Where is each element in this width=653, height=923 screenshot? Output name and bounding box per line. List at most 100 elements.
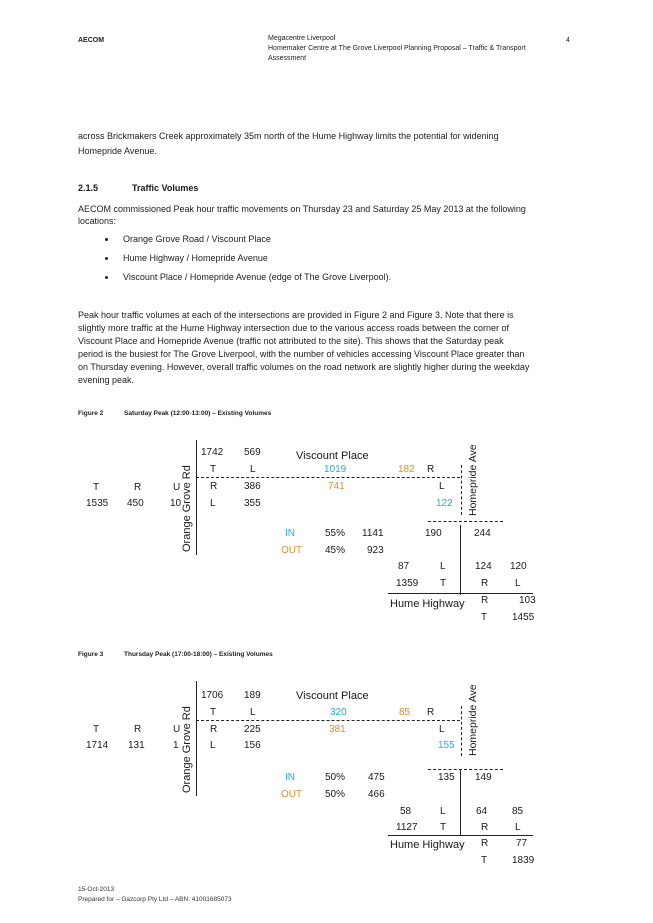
bullet-item: Hume Highway / Homepride Avenue bbox=[123, 253, 268, 263]
company-name: AECOM bbox=[78, 37, 105, 44]
paragraph-2-line-2: locations: bbox=[78, 216, 117, 226]
paragraph-3-line: Viscount Place and Homepride Avenue (tra… bbox=[78, 336, 504, 346]
value: 131 bbox=[128, 740, 145, 751]
out-total: 466 bbox=[368, 789, 385, 800]
in-label: IN bbox=[285, 528, 295, 539]
paragraph-3-line: evening peak. bbox=[78, 375, 135, 385]
paragraph-3-line: on Thursday evening. However, overall tr… bbox=[78, 362, 530, 372]
movement: L bbox=[439, 481, 445, 492]
in-percent: 55% bbox=[325, 528, 346, 539]
figure-3-caption-text: Thursday Peak (17:00-18:00) – Existing V… bbox=[124, 651, 273, 658]
doc-title: Megacentre Liverpool bbox=[268, 35, 336, 42]
movement: T bbox=[93, 724, 100, 735]
movement: L bbox=[439, 724, 445, 735]
hume-highway-line bbox=[388, 593, 533, 594]
value: 64 bbox=[476, 806, 488, 817]
orange-grove-road-label: Orange Grove Rd bbox=[181, 706, 193, 793]
homepride-avenue-cross-line bbox=[428, 521, 503, 522]
value: 1714 bbox=[86, 740, 109, 751]
value: 1 bbox=[173, 740, 179, 751]
movement: T bbox=[440, 578, 447, 589]
footer-date: 15-Oct-2013 bbox=[78, 886, 115, 893]
paragraph-3-line: period is the busiest for The Grove Live… bbox=[78, 349, 525, 359]
value: 77 bbox=[516, 838, 528, 849]
homepride-avenue-solid-line bbox=[460, 770, 461, 836]
movement: T bbox=[210, 707, 217, 718]
out-percent: 45% bbox=[325, 545, 346, 556]
movement: R bbox=[427, 464, 435, 475]
value: 149 bbox=[475, 772, 492, 783]
bullet-dot bbox=[105, 257, 108, 260]
orange-grove-road-line bbox=[196, 681, 197, 796]
value: 87 bbox=[398, 561, 410, 572]
hume-highway-line bbox=[388, 835, 533, 836]
bullet-dot bbox=[105, 238, 108, 241]
value: 1535 bbox=[86, 498, 109, 509]
value: 1359 bbox=[396, 578, 419, 589]
value: 569 bbox=[244, 447, 261, 458]
viscount-place-label: Viscount Place bbox=[296, 450, 369, 462]
out-volume: 85 bbox=[399, 707, 411, 718]
figure-3-caption-label: Figure 3 bbox=[78, 651, 104, 658]
value: 386 bbox=[244, 481, 261, 492]
value: 355 bbox=[244, 498, 261, 509]
homepride-avenue-label: Homepride Ave bbox=[467, 684, 479, 756]
hume-highway-label: Hume Highway bbox=[390, 598, 465, 610]
movement: R bbox=[481, 822, 489, 833]
out-percent: 50% bbox=[325, 789, 346, 800]
movement: T bbox=[440, 822, 447, 833]
in-percent: 50% bbox=[325, 772, 346, 783]
paragraph-3-line: Peak hour traffic volumes at each of the… bbox=[78, 310, 514, 320]
homepride-avenue-cross-line bbox=[428, 769, 503, 770]
movement: R bbox=[134, 482, 142, 493]
movement: R bbox=[210, 481, 218, 492]
value: 244 bbox=[474, 528, 491, 539]
value: 189 bbox=[244, 690, 261, 701]
paragraph-1-line-2: Homepride Avenue. bbox=[78, 146, 157, 156]
in-volume: 320 bbox=[330, 707, 347, 718]
movement: L bbox=[440, 806, 446, 817]
out-volume: 381 bbox=[329, 724, 346, 735]
movement: R bbox=[481, 578, 489, 589]
movement: L bbox=[210, 498, 216, 509]
value: 190 bbox=[425, 528, 442, 539]
out-label: OUT bbox=[281, 545, 303, 556]
movement: R bbox=[427, 707, 435, 718]
value: 120 bbox=[510, 561, 527, 572]
movement: R bbox=[481, 595, 489, 606]
value: 1127 bbox=[396, 822, 418, 833]
out-total: 923 bbox=[367, 545, 384, 556]
movement: U bbox=[173, 724, 181, 735]
value: 225 bbox=[244, 724, 261, 735]
in-volume: 1019 bbox=[324, 464, 347, 475]
in-volume: 155 bbox=[438, 740, 455, 751]
viscount-place-line bbox=[196, 477, 460, 478]
movement: R bbox=[210, 724, 218, 735]
bullet-item: Orange Grove Road / Viscount Place bbox=[123, 234, 271, 244]
movement: L bbox=[250, 464, 256, 475]
movement: R bbox=[134, 724, 142, 735]
in-total: 1141 bbox=[362, 528, 384, 539]
in-total: 475 bbox=[368, 772, 385, 783]
value: 85 bbox=[512, 806, 524, 817]
figure-2-caption-label: Figure 2 bbox=[78, 410, 104, 417]
movement: L bbox=[440, 561, 446, 572]
value: 1742 bbox=[201, 447, 224, 458]
movement: T bbox=[481, 855, 488, 866]
value: 156 bbox=[244, 740, 261, 751]
bullet-item: Viscount Place / Homepride Avenue (edge … bbox=[123, 272, 392, 282]
movement: L bbox=[210, 740, 216, 751]
value: 1706 bbox=[201, 690, 224, 701]
movement: L bbox=[515, 822, 521, 833]
movement: T bbox=[210, 464, 217, 475]
homepride-avenue-line bbox=[461, 706, 462, 756]
viscount-place-label: Viscount Place bbox=[296, 690, 369, 702]
movement: T bbox=[481, 612, 488, 623]
paragraph-2-line-1: AECOM commissioned Peak hour traffic mov… bbox=[78, 204, 526, 214]
in-volume: 122 bbox=[436, 498, 453, 509]
out-volume: 182 bbox=[398, 464, 415, 475]
movement: L bbox=[515, 578, 521, 589]
doc-subtitle-line1: Homemaker Centre at The Grove Liverpool … bbox=[268, 45, 526, 52]
value: 450 bbox=[127, 498, 144, 509]
value: 124 bbox=[475, 561, 492, 572]
